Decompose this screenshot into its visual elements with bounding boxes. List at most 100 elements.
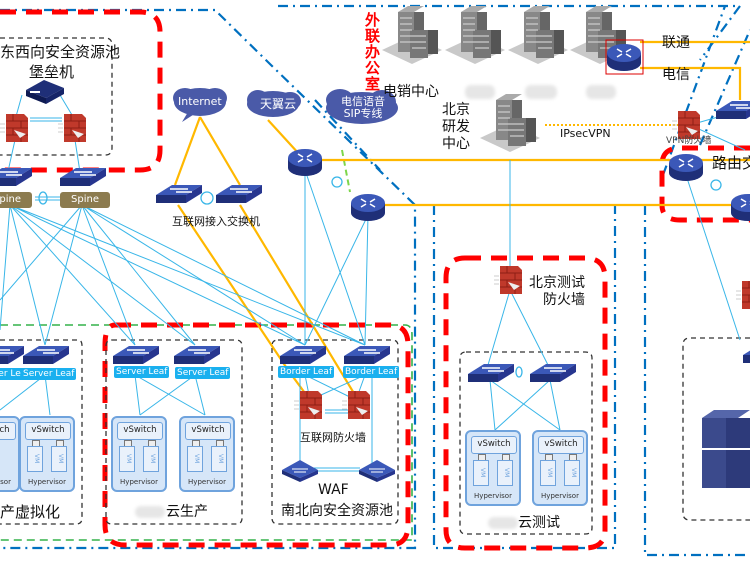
vswitch-label: vSwitch (25, 422, 71, 440)
waf-icon-2 (358, 459, 396, 483)
red-security-zones (0, 9, 750, 551)
redacted-label (488, 517, 518, 529)
telecom-sip-cloud-icon (326, 89, 398, 124)
vswitch-label: vSwitch (117, 422, 163, 440)
vm-label: VM (473, 460, 489, 486)
bastion-host-label: 堡垒机 (29, 63, 75, 81)
redacted-label (465, 85, 495, 99)
spine-switch-icon-1 (0, 167, 33, 187)
waf-label: WAF (318, 482, 349, 498)
ew-firewall-icon-1 (0, 113, 29, 143)
vswitch-label: vSwitch (185, 422, 231, 440)
vswitch-label: vSwitch (0, 422, 16, 440)
vswitch-label: vSwitch (471, 436, 517, 454)
core-router-icon-2 (350, 193, 386, 222)
routing-switch-icon-1 (668, 153, 704, 182)
inner-pools (0, 37, 750, 535)
building-icon-3 (507, 5, 569, 65)
vm-label: VM (51, 446, 67, 472)
link-aggregation-marks (38, 176, 722, 378)
unicom-label: 联通 (662, 35, 690, 51)
tianyi-cloud-icon (247, 90, 301, 117)
tianyi-cloud-label: 天翼云 (260, 97, 297, 111)
server-leaf-icon-0 (0, 345, 25, 365)
hypervisor-label: Hypervisor (188, 478, 226, 486)
vm-label: VM (27, 446, 43, 472)
spine-tag-2: Spine (60, 192, 110, 208)
vpn-firewall-label: VPN防火墙 (666, 136, 712, 146)
routing-switch-icon-2 (730, 193, 750, 222)
production-cloud-label: 云生产 (166, 504, 208, 520)
internet-cloud-icon (173, 88, 227, 122)
sip-link (341, 149, 351, 193)
office-router-icon (606, 43, 642, 72)
building-icon-2 (444, 5, 506, 65)
telecom-sip-label: 电信语音SIP专线 (341, 95, 385, 120)
core-router-icon-1 (287, 148, 323, 177)
partial-switch-icon (742, 344, 750, 364)
internet-firewall-label: 互联网防火墙 (300, 431, 366, 444)
production-virtualization-label: 产虚拟化 (0, 503, 61, 521)
server-leaf-icon-1 (22, 345, 70, 365)
redacted-label (525, 85, 557, 99)
test-cloud-label: 云测试 (518, 515, 560, 531)
vm-label: VM (497, 460, 513, 486)
test-switch-icon-1 (467, 363, 515, 383)
hypervisor-host: vSwitch VM VM Hypervisor (465, 430, 521, 506)
border-leaf-tag-2: Border Leaf (343, 366, 400, 378)
internet-access-switch-icon-2 (215, 184, 263, 204)
telemarketing-center-label: 电销中心 (383, 84, 439, 100)
internet-access-switch-icon-1 (155, 184, 203, 204)
border-leaf-tag-1: Border Leaf (278, 366, 335, 378)
east-west-pool-label: 东西向安全资源池 (0, 43, 121, 61)
ipsec-vpn-label: IPsecVPN (560, 127, 611, 140)
redacted-label (586, 85, 616, 99)
server-leaf-icon-3 (173, 345, 221, 365)
hypervisor-label: Hypervisor (120, 478, 158, 486)
building-icon-rnd (479, 93, 541, 153)
vswitch-label: vSwitch (538, 436, 584, 454)
routing-switch-label: 路由交 (712, 154, 750, 172)
partial-firewall-icon (735, 280, 750, 310)
vm-label: VM (211, 446, 227, 472)
bastion-host-icon (26, 80, 64, 104)
border-leaf-icon-2 (343, 345, 391, 365)
hypervisor-host: vSwitch VM VM Hypervisor (111, 416, 167, 492)
server-leaf-tag-3: Server Leaf (175, 367, 231, 379)
server-leaf-tag-2: Server Leaf (114, 366, 170, 378)
internet-firewall-icon-1 (293, 390, 323, 420)
highlight-box (605, 39, 644, 75)
building-icon-1 (381, 5, 443, 65)
server-leaf-tag-1: Server Leaf (21, 368, 77, 380)
internet-label: Internet (178, 95, 222, 108)
hypervisor-label: Hypervisor (28, 478, 66, 486)
ew-firewall-icon-2 (57, 113, 87, 143)
redacted-label (135, 506, 165, 518)
vm-label: VM (143, 446, 159, 472)
hypervisor-label: Hypervisor (541, 492, 579, 500)
external-office-label: 外联办公室 (365, 11, 381, 93)
vm-label: VM (187, 446, 203, 472)
lan-links (0, 94, 746, 472)
waf-icon-1 (281, 459, 319, 483)
hypervisor-label: Hypervisor (0, 478, 11, 486)
north-south-pool-label: 南北向安全资源池 (281, 503, 393, 519)
hypervisor-host: vSwitch VM VM Hypervisor (19, 416, 75, 492)
wan-switch-icon (715, 100, 750, 120)
green-dashed-boundary (0, 324, 413, 541)
hypervisor-host: vSwitch VM VM Hypervisor (532, 430, 588, 506)
beijing-test-firewall-label: 北京测试防火墙 (529, 275, 585, 308)
server-rack-icon (702, 410, 750, 488)
telecom-label: 电信 (662, 67, 690, 83)
hypervisor-label: Hypervisor (474, 492, 512, 500)
bj-test-firewall-icon (493, 265, 523, 295)
vm-label: VM (564, 460, 580, 486)
border-leaf-icon-1 (279, 345, 327, 365)
internet-access-switch-label: 互联网接入交换机 (172, 215, 260, 228)
vm-label: VM (540, 460, 556, 486)
test-switch-icon-2 (529, 363, 577, 383)
hypervisor-host: vSwitch VM VM Hypervisor (179, 416, 235, 492)
beijing-rnd-center-label: 北京研发中心 (442, 102, 470, 152)
